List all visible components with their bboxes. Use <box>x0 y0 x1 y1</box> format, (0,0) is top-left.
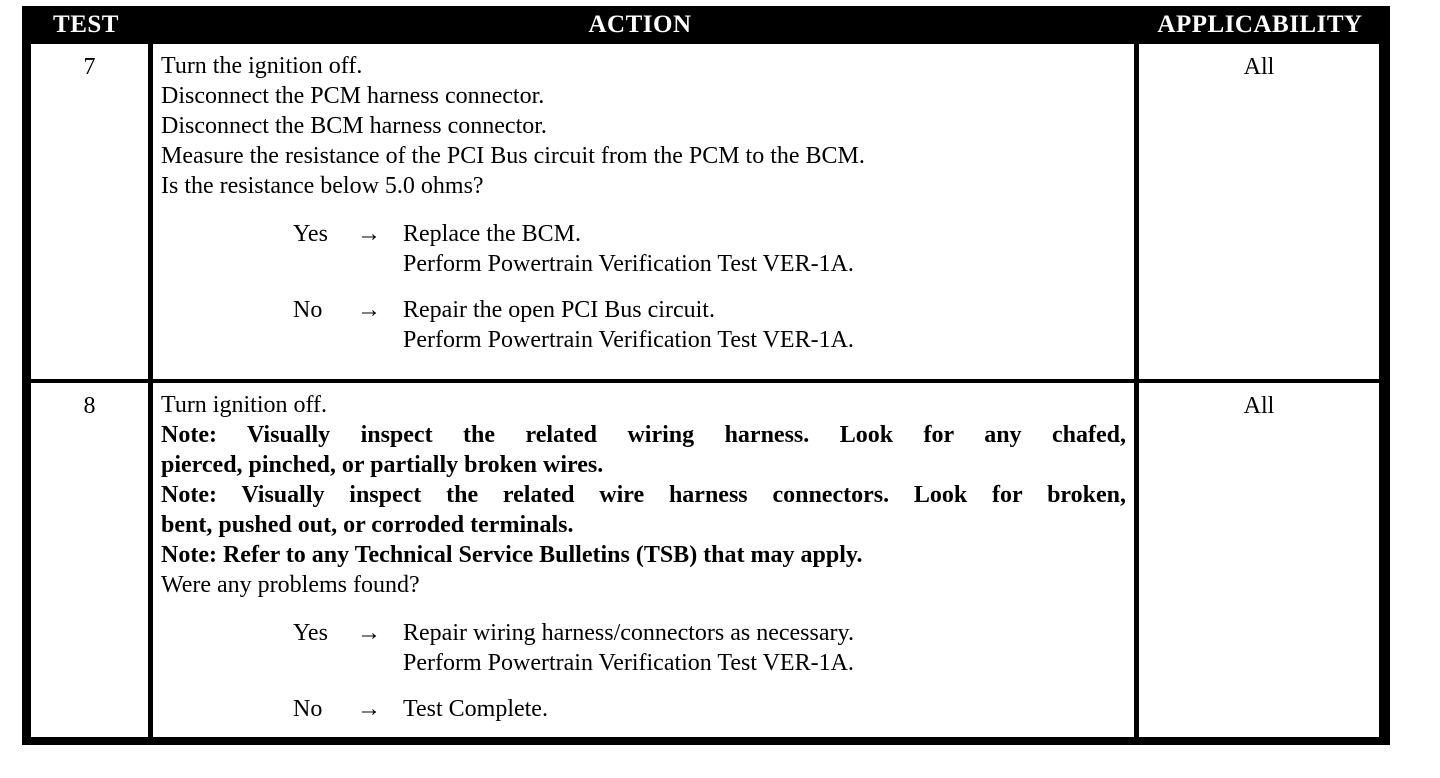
action-note: bent, pushed out, or corroded terminals. <box>161 512 574 538</box>
test-number-cell: 7 <box>31 44 153 379</box>
applicability-cell: All <box>1139 383 1379 737</box>
branch-action-line: Repair wiring harness/connectors as nece… <box>403 620 854 646</box>
branch-actions: Repair wiring harness/connectors as nece… <box>403 618 1124 678</box>
branch-yes: Yes → Repair wiring harness/connectors a… <box>161 618 1124 678</box>
arrow-icon: → <box>357 620 381 646</box>
applicability-value: All <box>1243 54 1275 80</box>
spacer <box>161 600 1124 618</box>
spacer <box>161 279 1124 295</box>
applicability-value: All <box>1243 393 1275 419</box>
action-step: Disconnect the PCM harness connector. <box>161 83 545 109</box>
branch-label: No <box>293 297 323 323</box>
branch-no: No → Repair the open PCI Bus circuit. Pe… <box>161 295 1124 355</box>
column-header-applicability: APPLICABILITY <box>1157 11 1363 38</box>
branch-label: Yes <box>293 620 328 646</box>
action-step: Turn the ignition off. <box>161 53 363 79</box>
column-header-test: TEST <box>53 11 119 38</box>
branch-label: No <box>293 696 323 722</box>
applicability-cell: All <box>1139 44 1379 379</box>
test-number: 7 <box>83 54 96 80</box>
branch-yes: Yes → Replace the BCM. Perform Powertrai… <box>161 219 1124 279</box>
column-header-action: ACTION <box>588 11 692 38</box>
branch-action-line: Test Complete. <box>403 696 548 722</box>
test-number: 8 <box>83 393 96 419</box>
action-note: pierced, pinched, or partially broken wi… <box>161 452 604 478</box>
branch-label: Yes <box>293 221 328 247</box>
branch-action-line: Perform Powertrain Verification Test VER… <box>403 251 854 277</box>
branch-actions: Test Complete. <box>403 694 1124 724</box>
action-step: Turn ignition off. <box>161 392 328 418</box>
arrow-icon: → <box>357 696 381 722</box>
action-step: Disconnect the BCM harness connector. <box>161 113 547 139</box>
table-header-row: TEST ACTION APPLICABILITY <box>22 6 1390 44</box>
branch-action-line: Perform Powertrain Verification Test VER… <box>403 650 854 676</box>
action-question: Were any problems found? <box>161 572 420 598</box>
branch-action-line: Replace the BCM. <box>403 221 581 247</box>
action-cell: Turn the ignition off. Disconnect the PC… <box>153 44 1139 379</box>
table-row: 7 Turn the ignition off. Disconnect the … <box>31 44 1379 383</box>
branch-actions: Replace the BCM. Perform Powertrain Veri… <box>403 219 1124 279</box>
arrow-icon: → <box>357 297 381 323</box>
branch-action-line: Perform Powertrain Verification Test VER… <box>403 327 854 353</box>
table-row: 8 Turn ignition off. Note: Visually insp… <box>31 383 1379 737</box>
action-step: Measure the resistance of the PCI Bus ci… <box>161 143 865 169</box>
branch-no: No → Test Complete. <box>161 694 1124 724</box>
spacer <box>161 201 1124 219</box>
table-body: 7 Turn the ignition off. Disconnect the … <box>22 44 1390 745</box>
action-cell: Turn ignition off. Note: Visually inspec… <box>153 383 1139 737</box>
branch-actions: Repair the open PCI Bus circuit. Perform… <box>403 295 1124 355</box>
action-note: Note: Visually inspect the related wire … <box>161 482 1126 508</box>
action-note: Note: Refer to any Technical Service Bul… <box>161 542 863 568</box>
test-number-cell: 8 <box>31 383 153 737</box>
action-note: Note: Visually inspect the related wirin… <box>161 422 1126 448</box>
arrow-icon: → <box>357 221 381 247</box>
branch-action-line: Repair the open PCI Bus circuit. <box>403 297 715 323</box>
diagnostic-test-table: TEST ACTION APPLICABILITY 7 Turn the ign… <box>22 6 1390 745</box>
action-question: Is the resistance below 5.0 ohms? <box>161 173 484 199</box>
spacer <box>161 678 1124 694</box>
